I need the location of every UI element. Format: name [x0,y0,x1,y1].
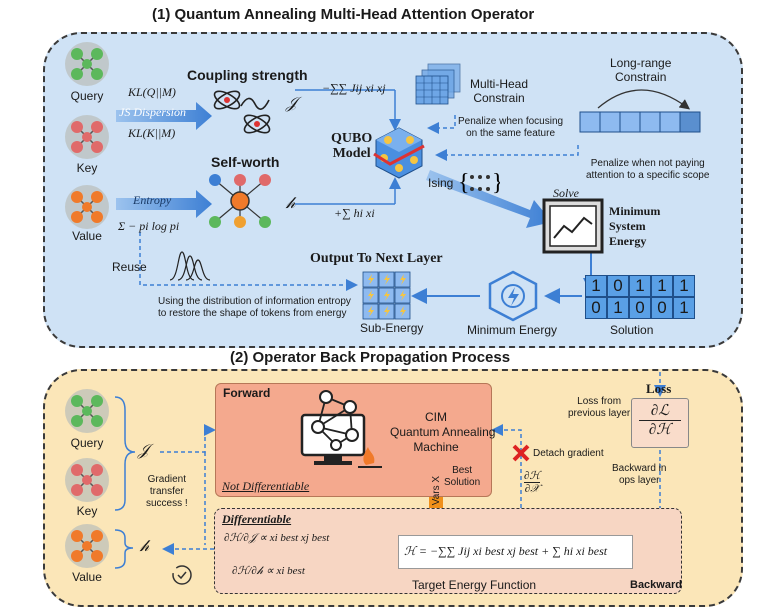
solution-cell: 1 [673,297,695,319]
backward-label: Backward [630,579,682,591]
distribution-curves-icon [169,251,211,281]
svg-text:}: } [492,170,500,196]
solution-cell: 1 [629,275,651,297]
solution-cell: 0 [629,297,651,319]
solution-cell: 1 [673,275,695,297]
j-symbol-2: 𝒥 [138,442,150,459]
ising-spins-icon: { } [458,170,500,196]
query-node-icon-2 [65,389,109,433]
ising-label: Ising [428,176,454,190]
not-differentiable-label: Not Differentiable [222,479,310,493]
solve-label: Solve [553,186,579,200]
atom-coupling-icon [213,90,271,134]
field-term: +∑ hi xi [334,206,375,220]
forward-label: Forward [223,386,271,400]
solution-cell: 0 [585,297,607,319]
key-label-2: Key [76,504,98,518]
kl-q-label: KL(Q||M) [128,85,176,99]
coupling-term: −∑∑ Jij xi xj [322,81,386,95]
reuse-label: Reuse [112,260,147,274]
value-node-icon [65,185,109,229]
multihead-grid-icon [415,63,461,105]
long-range-sequence-icon [579,111,701,133]
refresh-success-icon [172,565,192,585]
loss-title: Loss [646,381,672,396]
solution-cell: 0 [651,297,673,319]
solution-cell: 1 [607,297,629,319]
dh-dx-fraction: ∂ℋ∂𝒳 [524,470,541,495]
coupling-strength-title: Coupling strength [187,67,308,83]
detach-cross-icon [512,444,530,462]
solution-cell: 1 [585,275,607,297]
solution-cell: 0 [607,275,629,297]
hamiltonian-formula: ℋ = −∑∑ Jij xi best xj best + ∑ hi xi be… [404,544,608,558]
value-arrow [116,190,212,218]
qubo-to-energy-arrow [426,170,552,228]
hamiltonian-box [398,535,633,569]
j-symbol: 𝒥 [286,95,298,112]
entropy-label: Entropy [133,193,172,207]
value-label: Value [72,229,102,243]
value-label-2: Value [72,570,102,584]
computer-network-icon [300,390,382,468]
differentiable-label: Differentiable [222,512,292,526]
solution-cell: 1 [651,275,673,297]
detach-gradient-label: Detach gradient [533,448,604,459]
section1-title: (1) Quantum Annealing Multi-Head Attenti… [152,6,535,23]
query-node-icon [65,42,109,86]
target-energy-label: Target Energy Function [412,578,537,592]
loss-gradient-fraction: ∂ℒ∂ℋ [639,402,681,439]
key-node-icon-2 [65,458,109,502]
entropy-restore-note: Using the distribution of information en… [158,296,351,319]
self-worth-title: Self-worth [211,154,280,170]
grad-h-formula: ∂ℋ/∂𝒽 ∝ xi best [232,565,305,577]
query-label: Query [70,89,104,103]
entropy-formula: Σ − pi log pi [118,219,180,233]
min-energy-label: Minimum Energy [467,323,558,337]
kl-k-label: KL(K||M) [128,126,176,140]
query-label-2: Query [70,436,104,450]
energy-box-icon [542,198,604,254]
h-symbol: 𝒽 [286,195,296,212]
sub-energy-grid-icon [362,271,411,320]
svg-text:{: { [458,170,470,196]
min-energy-icon [488,270,538,322]
qk-arrow [116,102,212,130]
solution-label: Solution [610,323,654,337]
key-node-icon [65,115,109,159]
js-dispersion-label: JS Dispersion [119,105,186,119]
output-next-layer-title: Output To Next Layer [310,251,443,266]
value-node-icon-2 [65,524,109,568]
solution-grid: 1 0 1 1 1 0 1 0 0 1 [585,275,695,319]
grad-j-formula: ∂ℋ/∂𝒥 ∝ xi best xj best [224,532,330,544]
section2-title: (2) Operator Back Propagation Process [230,349,511,366]
sub-energy-label: Sub-Energy [360,321,424,335]
key-label: Key [76,161,98,175]
loss-gradient-box [631,398,689,448]
h-symbol-2: 𝒽 [140,538,150,555]
self-worth-network-icon [209,174,271,228]
qubo-cube-icon [373,127,425,179]
